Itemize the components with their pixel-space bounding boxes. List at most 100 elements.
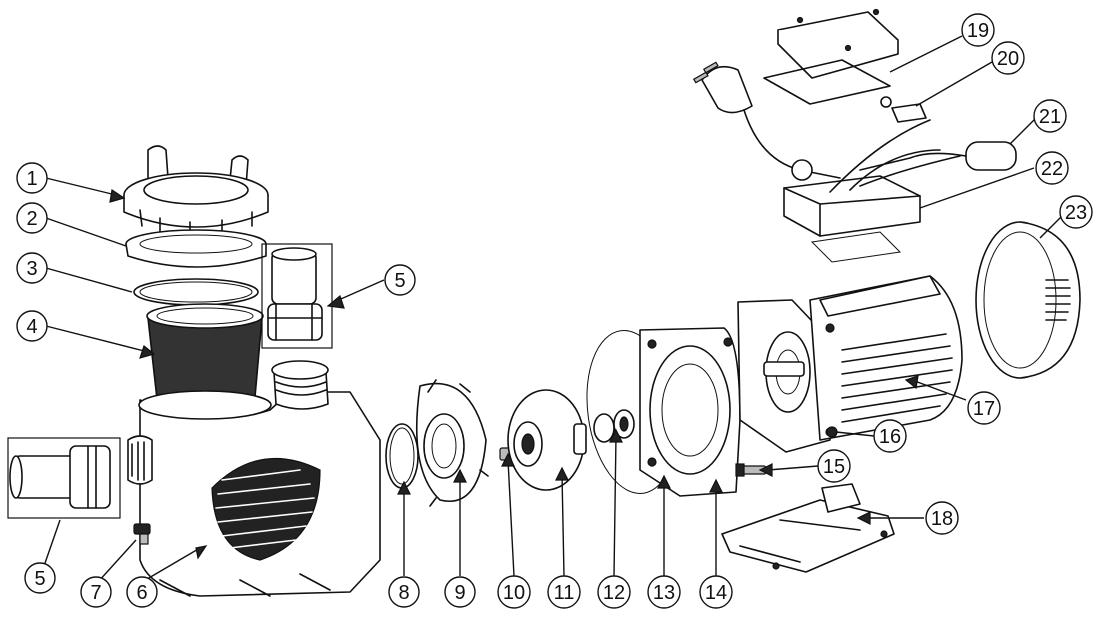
leader-7 <box>97 539 137 583</box>
arrowhead-13 <box>657 474 671 489</box>
power-cord-plug <box>692 61 841 181</box>
leader-11 <box>561 473 565 577</box>
callout-12: 12 <box>597 575 631 609</box>
callout-19-label: 19 <box>967 20 989 42</box>
callout-13-label: 13 <box>653 582 675 604</box>
arrowhead-9 <box>453 468 467 483</box>
leader-23 <box>1039 213 1065 239</box>
arrowheads <box>109 188 919 560</box>
drain-plug <box>133 523 151 545</box>
leader-20 <box>915 61 993 107</box>
leader-21 <box>1009 117 1037 145</box>
leader-1 <box>45 177 121 197</box>
leader-4 <box>45 325 149 353</box>
callout-8-label: 8 <box>398 582 409 604</box>
pump-body <box>127 360 381 597</box>
callout-1-label: 1 <box>26 168 37 190</box>
callout-1: 1 <box>16 162 48 194</box>
motor-bolt <box>826 426 838 438</box>
callout-3: 3 <box>16 252 48 284</box>
leader-5-top <box>333 279 385 303</box>
callout-14: 14 <box>699 575 733 609</box>
callout-13: 13 <box>647 575 681 609</box>
callout-11-label: 11 <box>554 582 575 604</box>
mechanical-seal <box>593 409 635 443</box>
callout-22-label: 22 <box>1041 158 1063 180</box>
callout-21: 21 <box>1033 99 1067 133</box>
fan-cover <box>975 221 1081 379</box>
terminal-box-cover <box>763 8 899 105</box>
diffuser <box>415 379 489 507</box>
arrowhead-12 <box>609 428 623 443</box>
impeller <box>507 389 587 491</box>
callout-5-left: 5 <box>24 562 56 594</box>
callout-7-label: 7 <box>90 582 101 604</box>
lid-ring <box>125 229 267 268</box>
arrowhead-4 <box>139 344 156 359</box>
callout-6: 6 <box>126 576 158 608</box>
arrowhead-1 <box>109 188 126 203</box>
capacitor <box>859 141 1017 171</box>
callout-15: 15 <box>817 449 851 483</box>
callout-2-label: 2 <box>26 208 37 230</box>
callout-18: 18 <box>925 501 959 535</box>
callout-10: 10 <box>497 575 531 609</box>
callout-19: 19 <box>961 13 995 47</box>
motor-base <box>721 483 895 573</box>
union-fitting-top <box>261 243 333 349</box>
terminal-box <box>783 119 961 263</box>
leader-12 <box>613 435 617 577</box>
arrowhead-6 <box>195 545 208 560</box>
callout-5-left-label: 5 <box>34 568 45 590</box>
callout-5-top-label: 5 <box>394 270 405 292</box>
callout-9: 9 <box>444 576 476 608</box>
leader-15 <box>767 465 819 471</box>
callout-12-label: 12 <box>603 582 625 604</box>
leader-lines <box>43 35 1065 583</box>
callout-6-label: 6 <box>136 582 147 604</box>
diffuser-o-ring <box>385 423 419 489</box>
callout-16: 16 <box>873 419 907 453</box>
arrowhead-5-top <box>326 294 345 309</box>
callout-16-label: 16 <box>879 426 901 448</box>
callout-22: 22 <box>1035 151 1069 185</box>
callout-7: 7 <box>80 576 112 608</box>
leader-10 <box>507 459 515 577</box>
arrowhead-11 <box>555 466 569 481</box>
leader-5-left <box>43 519 61 567</box>
arrowhead-8 <box>397 480 411 495</box>
strainer-lid <box>123 145 269 237</box>
leader-19 <box>889 35 963 73</box>
callout-23-label: 23 <box>1065 202 1087 224</box>
callout-10-label: 10 <box>503 582 525 604</box>
leader-17 <box>911 379 967 401</box>
callout-4: 4 <box>16 310 48 342</box>
callout-18-label: 18 <box>931 508 953 530</box>
callout-20: 20 <box>991 41 1025 75</box>
motor <box>737 275 963 453</box>
leader-2 <box>45 217 127 247</box>
leader-16 <box>835 431 875 437</box>
callout-11: 11 <box>547 575 581 609</box>
lid-o-ring <box>133 278 259 306</box>
arrowhead-15 <box>758 463 773 477</box>
callout-21-label: 21 <box>1039 106 1061 128</box>
capacitor-clamp <box>880 96 927 123</box>
leader-22 <box>919 167 1035 209</box>
callout-23: 23 <box>1059 195 1093 229</box>
callout-9-label: 9 <box>454 582 465 604</box>
callout-2: 2 <box>16 202 48 234</box>
callout-20-label: 20 <box>997 48 1019 70</box>
callout-4-label: 4 <box>26 316 37 338</box>
volute-fins <box>211 457 321 561</box>
arrowhead-17 <box>904 375 919 390</box>
arrowhead-14 <box>709 478 723 493</box>
callout-3-label: 3 <box>26 258 37 280</box>
leader-6 <box>141 547 201 583</box>
callout-8: 8 <box>388 576 420 608</box>
leader-3 <box>45 267 133 293</box>
arrowhead-10 <box>501 452 515 467</box>
seal-plate <box>639 327 741 497</box>
arrowhead-18 <box>856 511 871 525</box>
